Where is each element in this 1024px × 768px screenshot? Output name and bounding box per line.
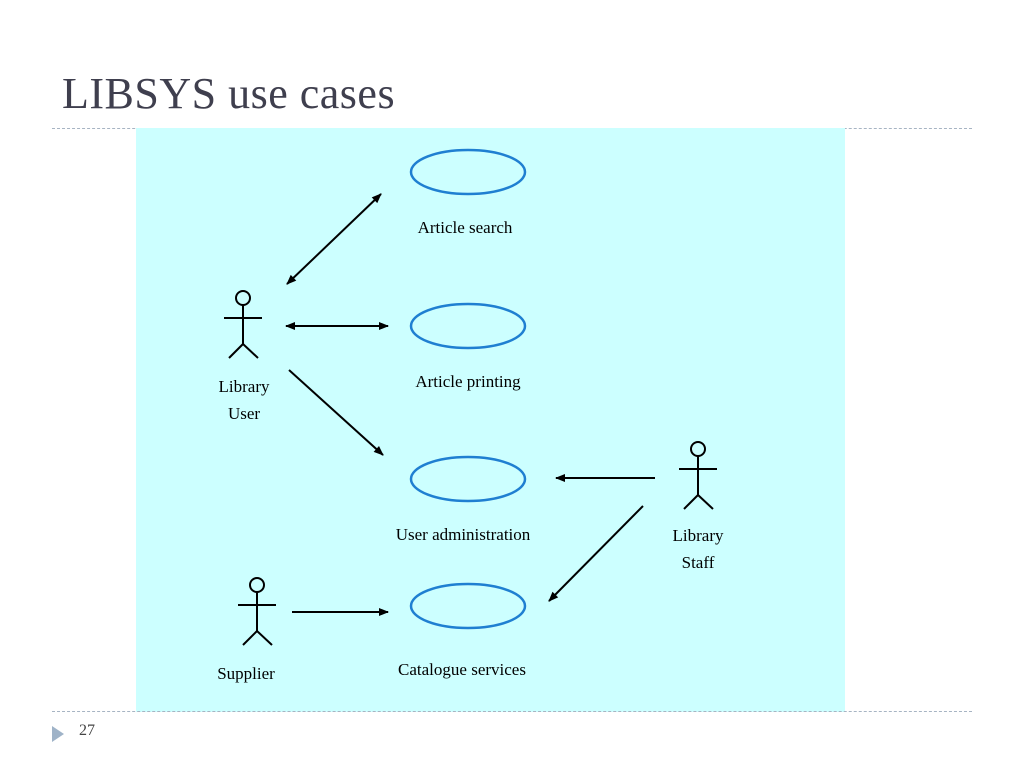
use-case-label-article-printing: Article printing [415, 372, 521, 391]
actor-label-library-staff-line2: Staff [682, 553, 715, 572]
actor-label-library-staff-line1: Library [673, 526, 724, 545]
use-case-diagram: Article search Article printing User adm… [136, 128, 845, 712]
slide-title: LIBSYS use cases [62, 69, 396, 118]
use-case-label-catalogue-services: Catalogue services [398, 660, 526, 679]
use-case-catalogue-services[interactable] [409, 582, 527, 630]
use-case-article-search[interactable] [409, 148, 527, 196]
actor-supplier[interactable] [238, 577, 276, 646]
use-case-label-article-search: Article search [418, 218, 513, 237]
use-case-user-administration[interactable] [409, 455, 527, 503]
use-case-article-printing[interactable] [409, 302, 527, 350]
association-user-article-search [286, 193, 382, 285]
page-number: 27 [79, 722, 95, 739]
actor-library-user[interactable] [224, 290, 262, 359]
actor-library-staff[interactable] [679, 441, 717, 510]
actor-label-supplier: Supplier [217, 664, 275, 683]
footer-triangle-icon [52, 726, 64, 742]
association-staff-catalogue-services [548, 505, 644, 602]
actor-label-library-user-line2: User [228, 404, 260, 423]
actor-label-library-user-line1: Library [219, 377, 270, 396]
footer-divider [52, 711, 972, 712]
association-user-user-administration [288, 369, 384, 456]
use-case-label-user-administration: User administration [396, 525, 531, 544]
